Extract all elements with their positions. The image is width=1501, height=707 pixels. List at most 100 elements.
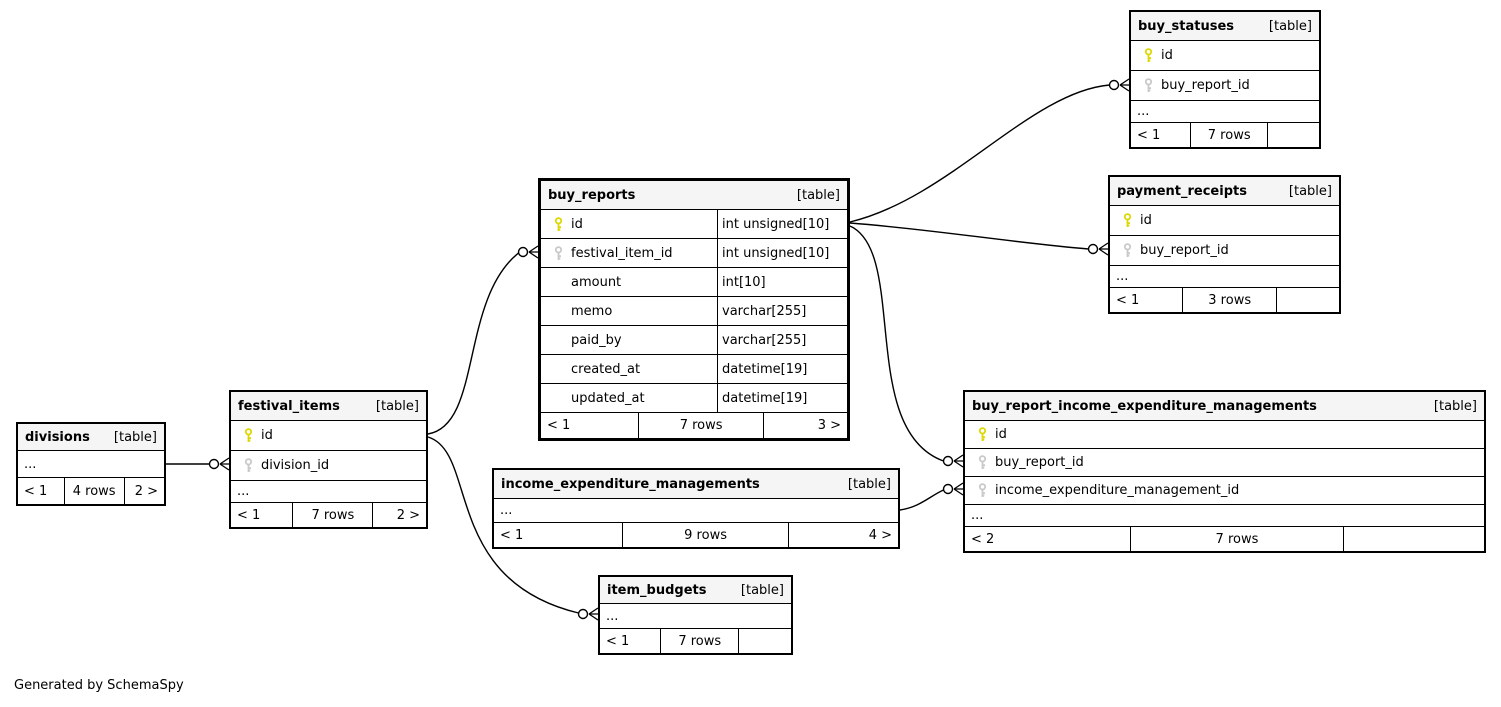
column-name: created_at (571, 361, 641, 377)
footer-rows: 3 rows (1183, 288, 1278, 312)
column-name: memo (571, 303, 613, 319)
table-item-budgets[interactable]: item_budgets [table] ... < 1 7 rows (598, 575, 793, 655)
footer-rows: 7 rows (661, 629, 740, 653)
table-row[interactable]: buy_report_id (965, 449, 1484, 477)
table-buy-statuses[interactable]: buy_statuses [table] id buy_report_id ..… (1129, 10, 1321, 149)
table-header[interactable]: item_budgets [table] (600, 577, 791, 604)
table-header[interactable]: income_expenditure_managements [table] (494, 470, 898, 499)
foreign-key-icon (236, 458, 261, 473)
table-row[interactable]: festival_item_id int unsigned[10] (541, 239, 847, 268)
table-title[interactable]: buy_statuses (1138, 18, 1235, 34)
footer-children (1277, 288, 1339, 312)
footer-rows: 4 rows (65, 478, 125, 504)
ellipsis-row: ... (18, 451, 164, 478)
table-tag: [table] (1433, 398, 1477, 414)
table-tag: [table] (113, 429, 157, 445)
column-name: festival_item_id (571, 245, 673, 261)
table-row[interactable]: updated_at datetime[19] (541, 384, 847, 413)
table-row[interactable]: id (231, 421, 426, 451)
table-buy-reports[interactable]: buy_reports [table] id int unsigned[10] … (538, 178, 850, 441)
column-name: amount (571, 274, 622, 290)
column-name: id (1161, 48, 1173, 63)
table-row[interactable]: created_at datetime[19] (541, 355, 847, 384)
table-footer: < 1 3 rows (1110, 288, 1339, 312)
foreign-key-icon (970, 483, 995, 498)
column-type: int unsigned[10] (717, 239, 847, 267)
table-header[interactable]: payment_receipts [table] (1110, 177, 1339, 206)
footer-children: 3 > (817, 418, 841, 433)
table-tag: [table] (796, 187, 840, 203)
ellipsis-label: ... (1137, 104, 1150, 119)
table-tag: [table] (740, 582, 784, 598)
table-row[interactable]: buy_report_id (1110, 236, 1339, 266)
column-name: id (1140, 213, 1152, 228)
table-row[interactable]: memo varchar[255] (541, 297, 847, 326)
table-row[interactable]: amount int[10] (541, 268, 847, 297)
table-festival-items[interactable]: festival_items [table] id division_id ..… (229, 390, 428, 529)
footer-rows: 7 rows (639, 413, 765, 438)
table-buy-report-income-expenditure-managements[interactable]: buy_report_income_expenditure_management… (963, 390, 1486, 553)
foreign-key-icon (546, 245, 571, 261)
table-row[interactable]: buy_report_id (1131, 71, 1319, 101)
table-title[interactable]: item_budgets (607, 582, 707, 598)
primary-key-icon (1136, 48, 1161, 63)
footer-children: 2 > (396, 507, 420, 523)
primary-key-icon (546, 216, 571, 232)
column-type: int unsigned[10] (717, 210, 847, 238)
table-payment-receipts[interactable]: payment_receipts [table] id buy_report_i… (1108, 175, 1341, 314)
table-row[interactable]: paid_by varchar[255] (541, 326, 847, 355)
table-footer: < 1 7 rows 2 > (231, 503, 426, 527)
table-title[interactable]: divisions (25, 429, 90, 445)
table-title[interactable]: buy_reports (548, 187, 636, 203)
table-row[interactable]: id (1110, 206, 1339, 236)
table-income-expenditure-managements[interactable]: income_expenditure_managements [table] .… (492, 468, 900, 549)
table-divisions[interactable]: divisions [table] ... < 1 4 rows 2 > (16, 422, 166, 506)
table-row[interactable]: income_expenditure_management_id (965, 477, 1484, 505)
table-header[interactable]: festival_items [table] (231, 392, 426, 421)
relationship-buy-reports-buy-statuses (849, 78, 1130, 223)
table-title[interactable]: buy_report_income_expenditure_management… (972, 398, 1317, 414)
primary-key-icon (970, 427, 995, 442)
foreign-key-icon (1136, 78, 1161, 93)
ellipsis-row: ... (1131, 101, 1319, 123)
foreign-key-icon (1115, 243, 1140, 258)
footer-children (1344, 527, 1484, 551)
footer-rows: 7 rows (1131, 527, 1344, 551)
ellipsis-label: ... (606, 608, 619, 624)
footer-parents: < 1 (600, 629, 662, 653)
footer-children (739, 629, 791, 653)
table-tag: [table] (847, 476, 891, 492)
relationship-iem-brm (899, 482, 964, 511)
footer-rows: 7 rows (293, 503, 374, 527)
footer-children (1268, 123, 1319, 147)
table-title[interactable]: payment_receipts (1117, 183, 1247, 199)
column-name: id (571, 216, 583, 232)
footer-rows: 7 rows (1191, 123, 1269, 147)
table-row[interactable]: id int unsigned[10] (541, 210, 847, 239)
primary-key-icon (1115, 213, 1140, 228)
column-name: division_id (261, 458, 330, 473)
column-name: buy_report_id (995, 455, 1084, 470)
table-tag: [table] (375, 398, 419, 414)
relationship-buy-reports-payment-receipts (849, 222, 1109, 256)
table-header[interactable]: buy_report_income_expenditure_management… (965, 392, 1484, 421)
table-footer: < 1 7 rows (600, 629, 791, 653)
table-header[interactable]: buy_reports [table] (541, 181, 847, 210)
column-type: varchar[255] (717, 297, 847, 325)
table-title[interactable]: festival_items (238, 398, 340, 414)
relationship-buy-reports-brm (849, 225, 964, 468)
generator-note: Generated by SchemaSpy (14, 678, 184, 693)
table-header[interactable]: buy_statuses [table] (1131, 12, 1319, 41)
column-name: buy_report_id (1140, 243, 1229, 258)
table-header[interactable]: divisions [table] (18, 424, 164, 451)
table-row[interactable]: id (965, 421, 1484, 449)
table-row[interactable]: id (1131, 41, 1319, 71)
table-title[interactable]: income_expenditure_managements (501, 476, 760, 492)
footer-parents: < 1 (18, 478, 65, 504)
column-name: updated_at (571, 390, 645, 406)
column-name: id (261, 428, 273, 443)
footer-parents: < 2 (965, 527, 1132, 551)
table-footer: < 2 7 rows (965, 527, 1484, 551)
table-row[interactable]: division_id (231, 451, 426, 481)
